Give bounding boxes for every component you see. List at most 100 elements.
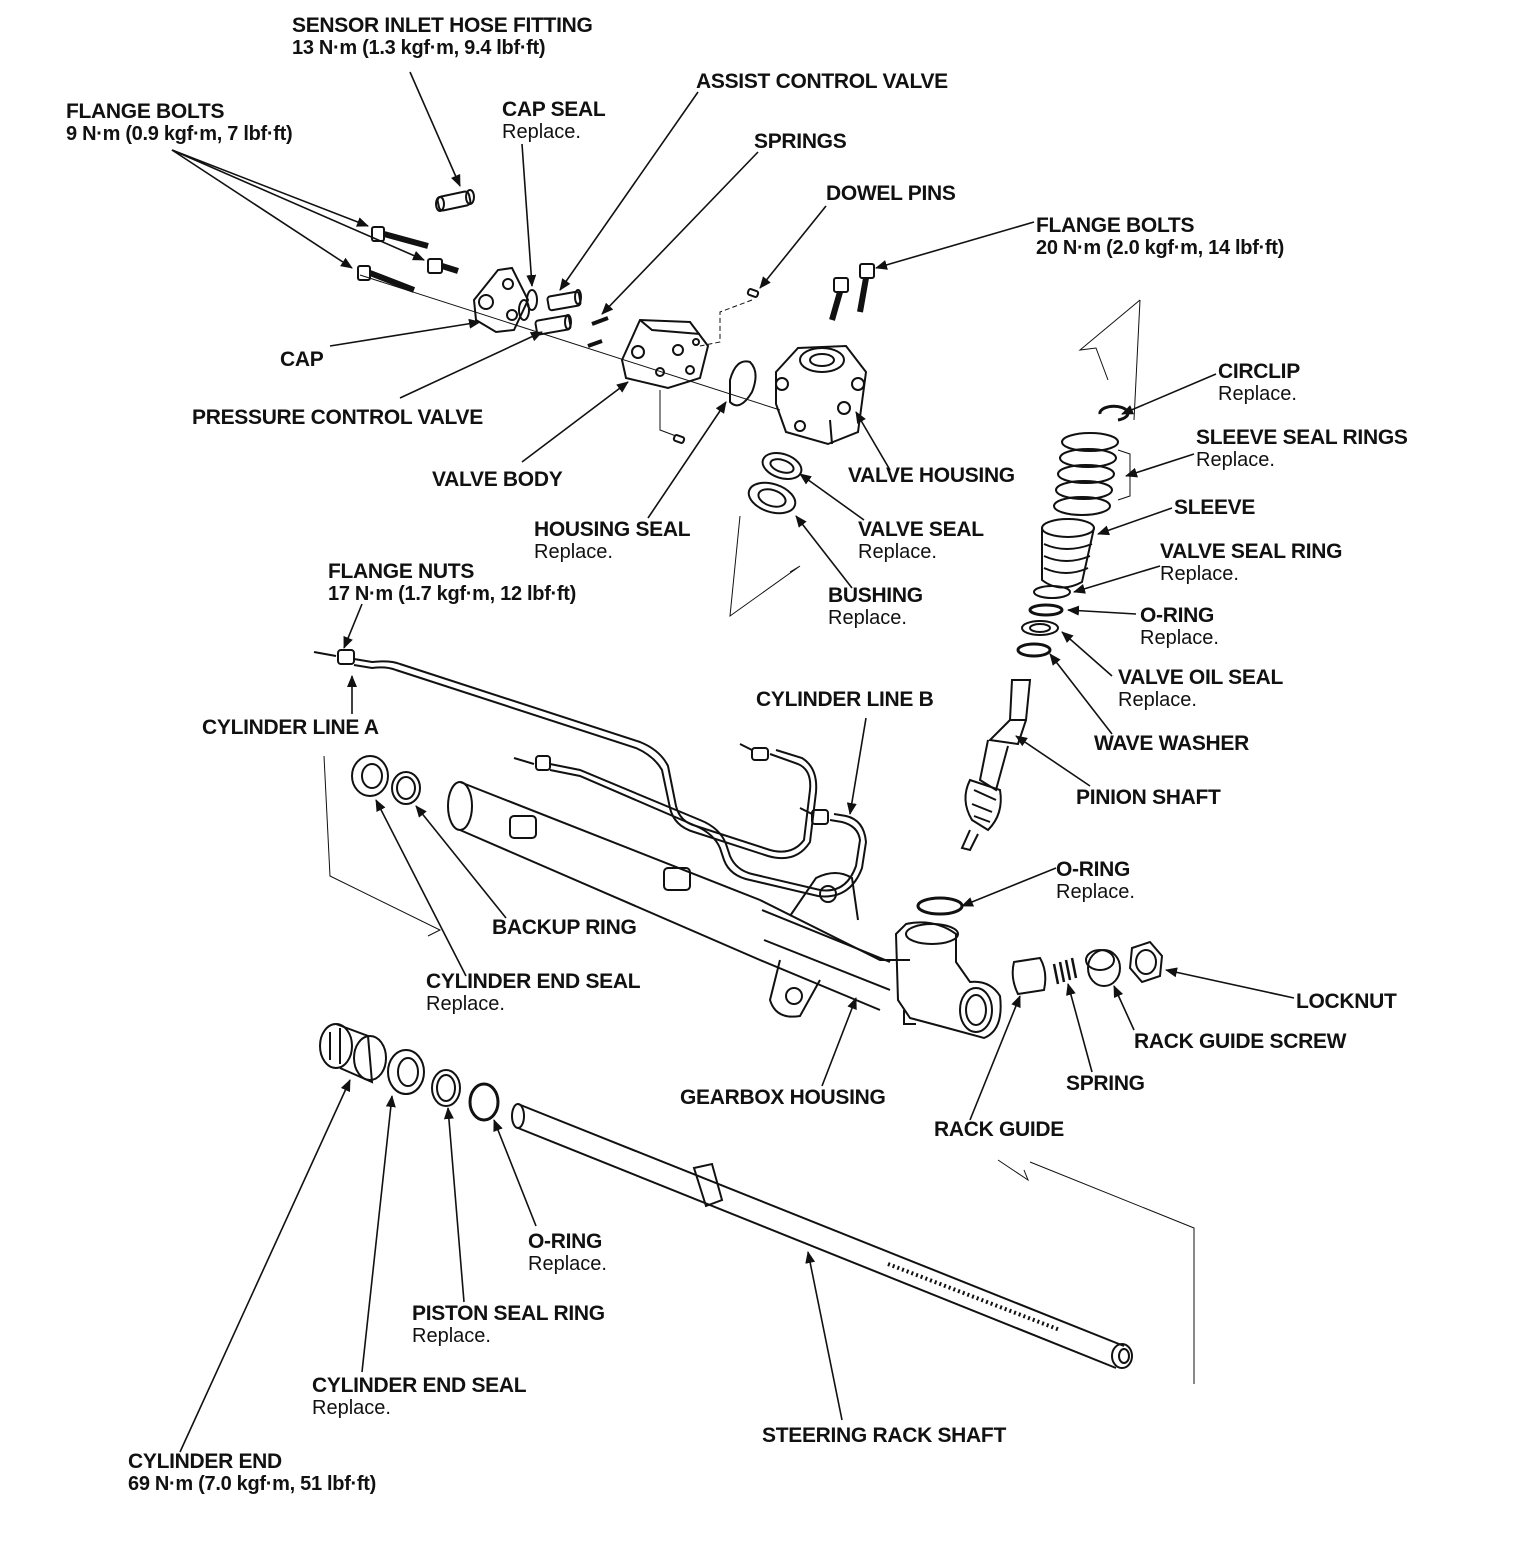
label-note: Replace.	[534, 541, 613, 563]
label-spring: SPRING	[1066, 1072, 1145, 1095]
label-title: CYLINDER END SEAL	[426, 970, 641, 993]
label-note: Replace.	[1140, 627, 1219, 649]
label-valve-seal: VALVE SEAL Replace.	[858, 518, 984, 564]
rack-guide-screw-part	[1085, 949, 1121, 987]
label-title: RACK GUIDE SCREW	[1134, 1030, 1347, 1053]
cylinder-end-seal-lower-part	[387, 1049, 425, 1095]
label-valve-body: VALVE BODY	[432, 468, 563, 491]
label-title: BACKUP RING	[492, 916, 637, 939]
label-title: BUSHING	[828, 584, 923, 607]
label-title: CYLINDER END SEAL	[312, 1374, 527, 1397]
label-cylinder-end-seal-upper: CYLINDER END SEAL Replace.	[426, 970, 641, 1016]
label-note: Replace.	[1118, 689, 1197, 711]
housing-seal-part	[729, 360, 757, 407]
cylinder-line-b-part	[513, 755, 868, 898]
label-cylinder-end-seal-lower: CYLINDER END SEAL Replace.	[312, 1374, 527, 1420]
label-title: VALVE SEAL	[858, 518, 984, 541]
label-locknut: LOCKNUT	[1296, 990, 1397, 1013]
label-cap-seal: CAP SEAL Replace.	[502, 98, 606, 144]
label-title: PRESSURE CONTROL VALVE	[192, 406, 483, 429]
bushing-part	[747, 481, 797, 515]
label-dowel-pins: DOWEL PINS	[826, 182, 956, 205]
label-sleeve-seal-rings: SLEEVE SEAL RINGS Replace.	[1196, 426, 1408, 472]
flange-bolts-small-part	[357, 226, 459, 293]
label-o-ring-lower: O-RING Replace.	[528, 1230, 607, 1276]
label-title: CYLINDER LINE A	[202, 716, 379, 739]
valve-housing-part	[775, 344, 868, 446]
label-valve-seal-ring: VALVE SEAL RING Replace.	[1160, 540, 1343, 586]
label-title: O-RING	[528, 1230, 603, 1253]
label-title: FLANGE NUTS	[328, 560, 475, 583]
label-valve-oil-seal: VALVE OIL SEAL Replace.	[1118, 666, 1283, 712]
label-title: GEARBOX HOUSING	[680, 1086, 886, 1109]
pressure-control-valve-part	[534, 314, 572, 336]
label-flange-bolts-large: FLANGE BOLTS 20 N·m (2.0 kgf·m, 14 lbf·f…	[1036, 214, 1284, 260]
assist-control-valve-part	[546, 289, 582, 312]
label-title: VALVE SEAL RING	[1160, 540, 1343, 563]
label-title: CAP SEAL	[502, 98, 606, 121]
label-housing-seal: HOUSING SEAL Replace.	[534, 518, 691, 564]
label-o-ring-upper: O-RING Replace.	[1140, 604, 1219, 650]
label-title: FLANGE BOLTS	[1036, 214, 1195, 237]
label-note: Replace.	[1196, 449, 1275, 471]
label-note: Replace.	[1056, 881, 1135, 903]
label-note: Replace.	[502, 121, 581, 143]
label-torque: 20 N·m (2.0 kgf·m, 14 lbf·ft)	[1036, 237, 1284, 259]
label-torque: 13 N·m (1.3 kgf·m, 9.4 lbf·ft)	[292, 37, 546, 59]
cylinder-end-part	[319, 1023, 387, 1084]
label-title: DOWEL PINS	[826, 182, 956, 205]
label-title: VALVE HOUSING	[848, 464, 1015, 487]
label-title: PISTON SEAL RING	[412, 1302, 605, 1325]
pinion-shaft-part	[960, 679, 1032, 852]
label-title: RACK GUIDE	[934, 1118, 1065, 1141]
wave-washer-part	[1016, 642, 1052, 658]
springs-part	[587, 316, 609, 348]
dowel-pins-part	[659, 288, 760, 444]
label-title: HOUSING SEAL	[534, 518, 691, 541]
label-title: CYLINDER LINE B	[756, 688, 934, 711]
label-note: Replace.	[1160, 563, 1239, 585]
label-sleeve: SLEEVE	[1174, 496, 1255, 519]
label-valve-housing: VALVE HOUSING	[848, 464, 1015, 487]
label-rack-guide-screw: RACK GUIDE SCREW	[1134, 1030, 1347, 1053]
label-cylinder-line-b: CYLINDER LINE B	[756, 688, 934, 711]
label-wave-washer: WAVE WASHER	[1094, 732, 1249, 755]
label-pinion-shaft: PINION SHAFT	[1076, 786, 1221, 809]
o-ring-upper-part	[1028, 603, 1064, 617]
label-title: LOCKNUT	[1296, 990, 1397, 1013]
label-o-ring-mid: O-RING Replace.	[1056, 858, 1135, 904]
label-note: Replace.	[426, 993, 505, 1015]
label-title: FLANGE BOLTS	[66, 100, 225, 123]
label-note: Replace.	[858, 541, 937, 563]
label-flange-nuts: FLANGE NUTS 17 N·m (1.7 kgf·m, 12 lbf·ft…	[328, 560, 576, 606]
label-title: O-RING	[1140, 604, 1215, 627]
label-assist-control-valve: ASSIST CONTROL VALVE	[696, 70, 948, 93]
label-torque: 17 N·m (1.7 kgf·m, 12 lbf·ft)	[328, 583, 576, 605]
sleeve-part	[1041, 518, 1095, 589]
label-rack-guide: RACK GUIDE	[934, 1118, 1064, 1141]
label-title: SLEEVE SEAL RINGS	[1196, 426, 1408, 449]
cap-part	[472, 266, 530, 334]
steering-rack-shaft-part	[511, 1103, 1133, 1369]
label-title: ASSIST CONTROL VALVE	[696, 70, 948, 93]
label-backup-ring: BACKUP RING	[492, 916, 637, 939]
label-steering-rack-shaft: STEERING RACK SHAFT	[762, 1424, 1006, 1447]
piston-seal-ring-part	[431, 1069, 461, 1107]
label-title: STEERING RACK SHAFT	[762, 1424, 1006, 1447]
o-ring-mid-part	[916, 896, 964, 916]
label-title: CYLINDER END	[128, 1450, 282, 1473]
cap-seal-part	[518, 289, 538, 321]
label-note: Replace.	[412, 1325, 491, 1347]
label-title: PINION SHAFT	[1076, 786, 1221, 809]
locknut-part	[1128, 940, 1164, 984]
gearbox-housing-part	[447, 781, 1002, 1040]
label-cap: CAP	[280, 348, 324, 371]
label-note: Replace.	[828, 607, 907, 629]
o-ring-lower-part	[468, 1082, 500, 1122]
label-bushing: BUSHING Replace.	[828, 584, 923, 630]
label-title: VALVE BODY	[432, 468, 563, 491]
label-sensor-inlet-hose-fitting: SENSOR INLET HOSE FITTING 13 N·m (1.3 kg…	[292, 14, 593, 60]
cylinder-end-seal-upper-part	[351, 755, 389, 797]
label-torque: 9 N·m (0.9 kgf·m, 7 lbf·ft)	[66, 123, 293, 145]
